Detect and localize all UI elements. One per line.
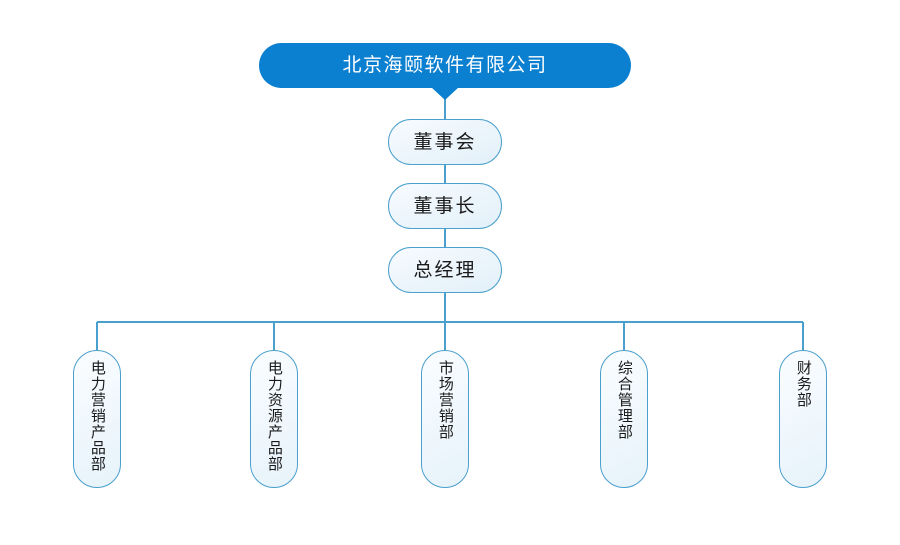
node-department-3[interactable]: 市场营销部 <box>421 350 469 488</box>
node-general-manager[interactable]: 总经理 <box>388 247 502 293</box>
node-department-5-label: 财务部 <box>794 360 813 408</box>
node-company-label: 北京海颐软件有限公司 <box>342 54 548 76</box>
node-department-4[interactable]: 综合管理部 <box>600 350 648 488</box>
node-chairman-label: 董事长 <box>413 194 477 217</box>
node-department-1[interactable]: 电力营销产品部 <box>73 350 121 488</box>
node-department-3-label: 市场营销部 <box>436 360 455 440</box>
company-callout-tail <box>431 87 459 100</box>
node-company[interactable]: 北京海颐软件有限公司 <box>259 43 631 88</box>
node-department-2[interactable]: 电力资源产品部 <box>250 350 298 488</box>
node-chairman[interactable]: 董事长 <box>388 183 502 229</box>
node-department-1-label: 电力营销产品部 <box>88 360 107 472</box>
node-department-4-label: 综合管理部 <box>615 360 634 440</box>
node-board-of-directors-label: 董事会 <box>413 130 477 153</box>
node-department-5[interactable]: 财务部 <box>779 350 827 488</box>
node-department-2-label: 电力资源产品部 <box>265 360 284 472</box>
node-board-of-directors[interactable]: 董事会 <box>388 119 502 165</box>
node-general-manager-label: 总经理 <box>413 258 477 281</box>
